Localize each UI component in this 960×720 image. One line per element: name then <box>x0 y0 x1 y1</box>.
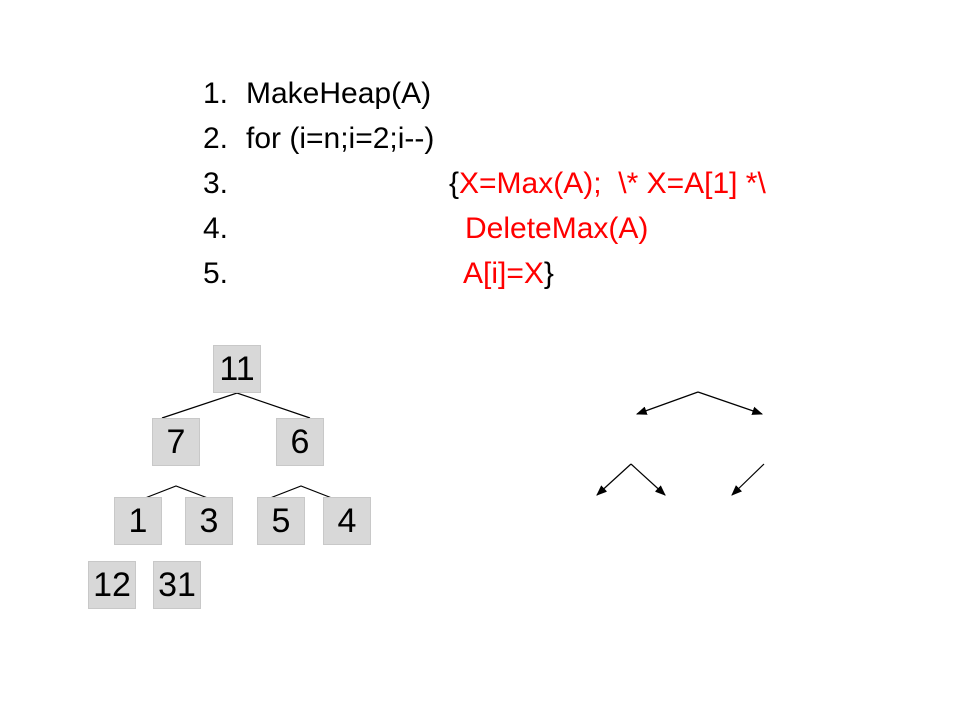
code-line-2: 2. for (i=n;i=2;i--) <box>203 117 434 161</box>
line-number: 2. <box>203 122 229 155</box>
heap-node: 4 <box>323 497 371 545</box>
arrow-edge <box>630 463 666 496</box>
code-line-5: 5. A[i]=X} <box>203 252 554 296</box>
edge-6-children <box>264 485 338 501</box>
code-text: A[i]=X} <box>463 252 554 296</box>
code-text-red: A[i]=X <box>463 257 544 290</box>
code-line-3: 3. {X=Max(A); \* X=A[1] *\ <box>203 162 766 206</box>
code-text-red: DeleteMax(A) <box>465 212 649 245</box>
heap-node: 7 <box>152 418 200 466</box>
heap-node: 5 <box>257 497 305 545</box>
arrow-edge <box>731 463 765 496</box>
arrow-edge <box>697 391 764 415</box>
arrow-edge <box>635 391 699 415</box>
arrow-edge <box>596 463 632 496</box>
close-brace: } <box>543 257 554 290</box>
heap-node: 3 <box>185 497 233 545</box>
code-line-4: 4. DeleteMax(A) <box>203 207 648 251</box>
code-text: {X=Max(A); \* X=A[1] *\ <box>449 162 766 206</box>
code-text-red: X=Max(A); \* X=A[1] *\ <box>459 167 766 200</box>
sorted-node: 31 <box>153 561 201 609</box>
open-brace: { <box>449 167 460 200</box>
line-number: 5. <box>203 257 229 290</box>
heap-node: 1 <box>114 497 162 545</box>
heap-node: 6 <box>276 418 324 466</box>
line-number: 1. <box>203 77 229 110</box>
line-number: 4. <box>203 212 229 245</box>
line-number: 3. <box>203 167 229 200</box>
heap-node-root: 11 <box>213 345 261 393</box>
code-line-1: 1. MakeHeap(A) <box>203 72 431 116</box>
code-text: MakeHeap(A) <box>246 77 432 110</box>
code-text: for (i=n;i=2;i--) <box>246 122 435 155</box>
edge-7-children <box>139 485 214 501</box>
sorted-node: 12 <box>88 561 136 609</box>
edge-root-children <box>161 392 311 419</box>
